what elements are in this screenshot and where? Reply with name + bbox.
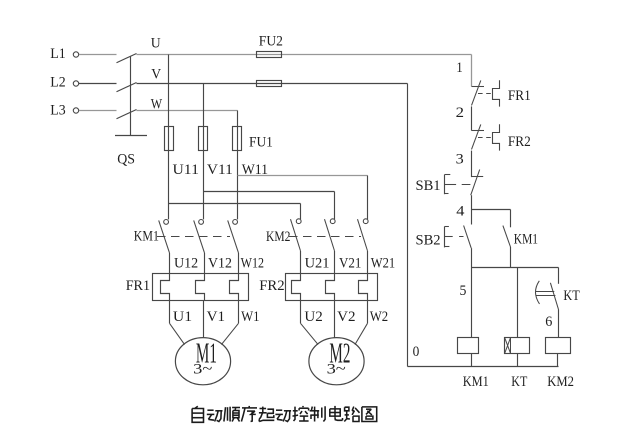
svg-text:6: 6 — [545, 314, 553, 330]
svg-text:SB2: SB2 — [416, 232, 441, 248]
svg-text:KM2: KM2 — [266, 229, 290, 245]
svg-text:W12: W12 — [241, 255, 264, 271]
svg-text:V: V — [151, 67, 161, 83]
svg-text:U11: U11 — [173, 162, 199, 178]
svg-text:W11: W11 — [242, 162, 268, 178]
svg-text:3: 3 — [456, 152, 464, 168]
svg-text:U: U — [151, 35, 161, 51]
svg-text:KT: KT — [563, 288, 579, 304]
svg-text:FR2: FR2 — [508, 134, 531, 150]
svg-text:U2: U2 — [304, 309, 322, 325]
svg-text:FR2: FR2 — [259, 278, 284, 294]
svg-text:W1: W1 — [241, 309, 259, 325]
svg-text:FR1: FR1 — [508, 88, 531, 104]
svg-text:V1: V1 — [207, 309, 225, 325]
svg-text:KM2: KM2 — [547, 374, 574, 390]
svg-text:W21: W21 — [371, 255, 395, 271]
svg-text:V12: V12 — [208, 255, 232, 271]
svg-text:SB1: SB1 — [416, 178, 441, 194]
svg-text:W: W — [151, 97, 163, 113]
svg-text:KT: KT — [511, 374, 527, 390]
svg-text:3~: 3~ — [193, 361, 212, 377]
svg-text:L1: L1 — [50, 46, 65, 62]
svg-text:M2: M2 — [329, 338, 350, 369]
svg-text:KM1: KM1 — [134, 229, 159, 245]
svg-text:5: 5 — [460, 283, 467, 299]
svg-text:FU1: FU1 — [249, 134, 273, 150]
svg-text:V2: V2 — [337, 309, 355, 325]
svg-text:FR1: FR1 — [126, 278, 150, 294]
svg-text:KM1: KM1 — [463, 374, 489, 390]
svg-text:W2: W2 — [370, 309, 388, 325]
svg-text:L3: L3 — [50, 102, 65, 118]
svg-text:U12: U12 — [174, 255, 198, 271]
svg-text:QS: QS — [117, 151, 135, 167]
svg-text:L2: L2 — [50, 75, 65, 91]
svg-text:2: 2 — [456, 105, 464, 121]
svg-text:4: 4 — [456, 204, 465, 220]
svg-text:U21: U21 — [305, 255, 330, 271]
svg-text:U1: U1 — [173, 309, 192, 325]
svg-text:M1: M1 — [196, 338, 217, 369]
svg-text:0: 0 — [413, 344, 420, 360]
svg-text:V11: V11 — [207, 162, 233, 178]
svg-text:V21: V21 — [339, 255, 361, 271]
svg-text:FU2: FU2 — [259, 34, 283, 50]
svg-text:3~: 3~ — [327, 361, 346, 377]
svg-text:KM1: KM1 — [514, 231, 538, 247]
svg-text:1: 1 — [456, 60, 463, 76]
